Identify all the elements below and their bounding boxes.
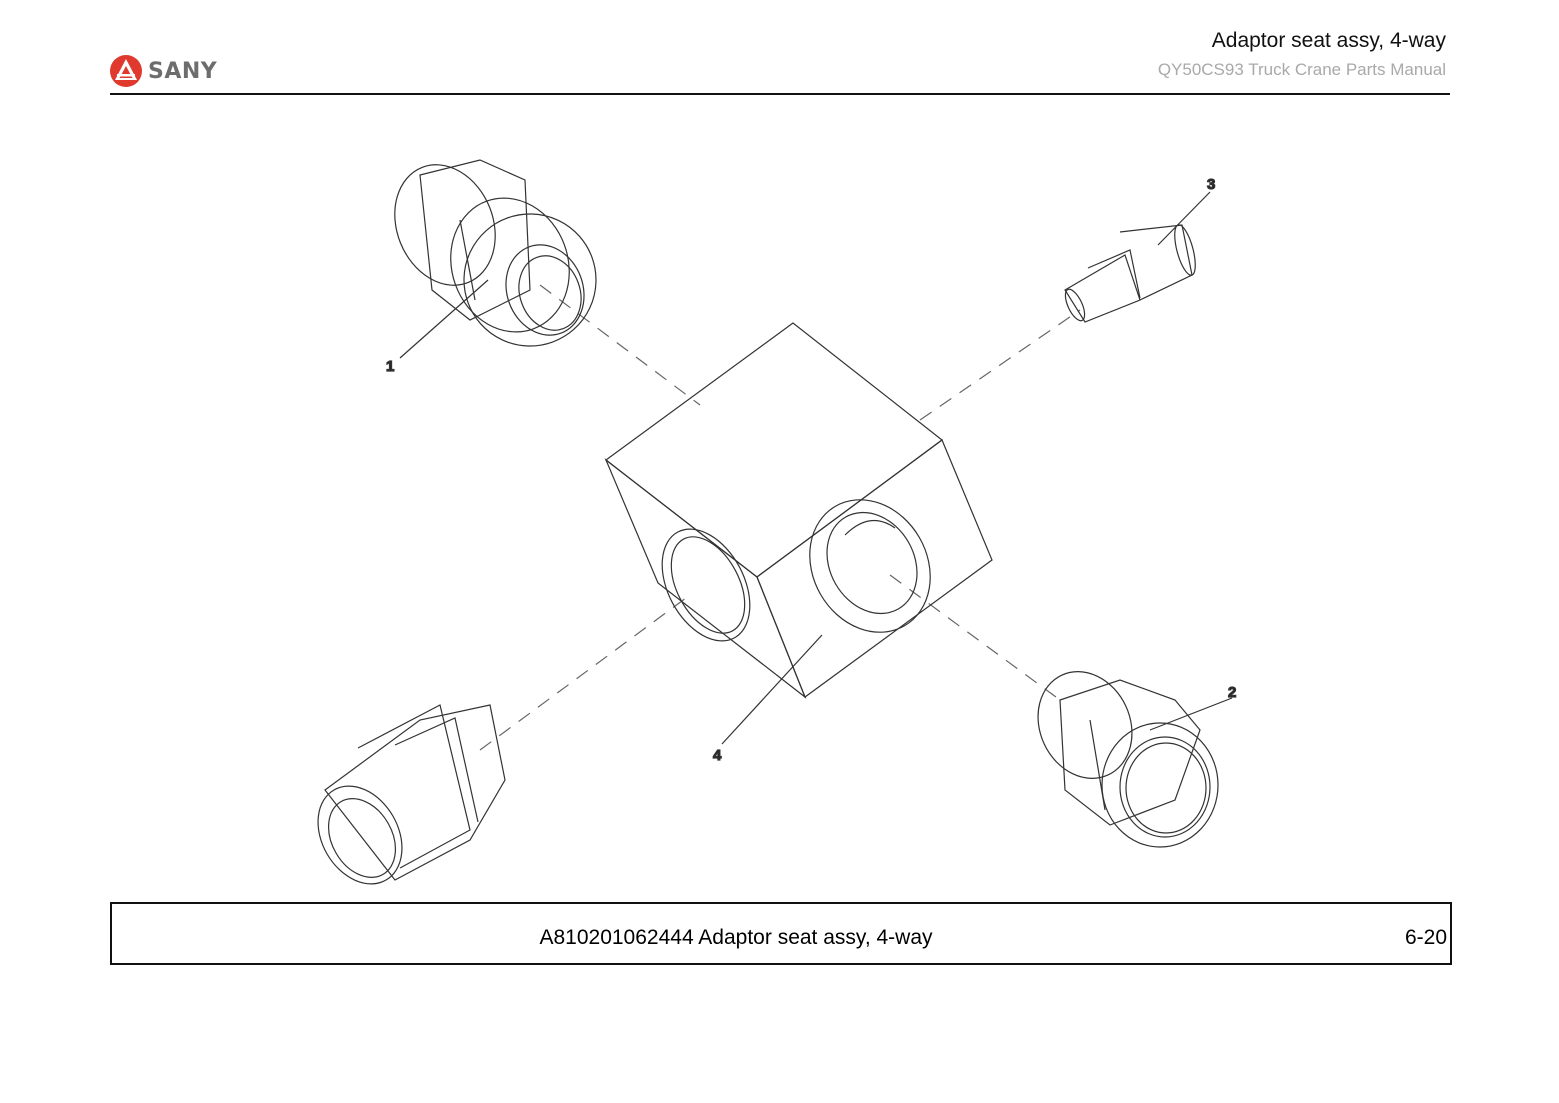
four-way-block (604, 322, 993, 699)
callout-4: 4 (713, 747, 722, 764)
callout-2: 2 (1228, 684, 1236, 701)
header-rule (110, 93, 1450, 95)
sany-logo-icon (110, 55, 142, 87)
assembly-axis-lines (479, 284, 1081, 751)
document-subtitle: QY50CS93 Truck Crane Parts Manual (1157, 60, 1446, 79)
fitting-lower-left (317, 704, 506, 885)
caption-box: A810201062444 Adaptor seat assy, 4-way 6… (110, 902, 1452, 965)
fitting-part-2 (1037, 671, 1219, 848)
drawing-caption: A810201062444 Adaptor seat assy, 4-way (539, 926, 933, 949)
page-number: 6-20 (1404, 926, 1447, 949)
callout-1: 1 (386, 358, 394, 375)
callout-3: 3 (1207, 176, 1215, 193)
document-title: Adaptor seat assy, 4-way (1211, 29, 1446, 52)
nipple-part-3 (1064, 224, 1196, 323)
brand-name: SANY (148, 58, 218, 84)
exploded-parts-drawing: 1 2 3 4 (317, 159, 1237, 885)
fitting-part-1 (394, 159, 597, 347)
callout-leader-lines (399, 191, 1233, 745)
sany-logo: SANY (108, 52, 238, 90)
